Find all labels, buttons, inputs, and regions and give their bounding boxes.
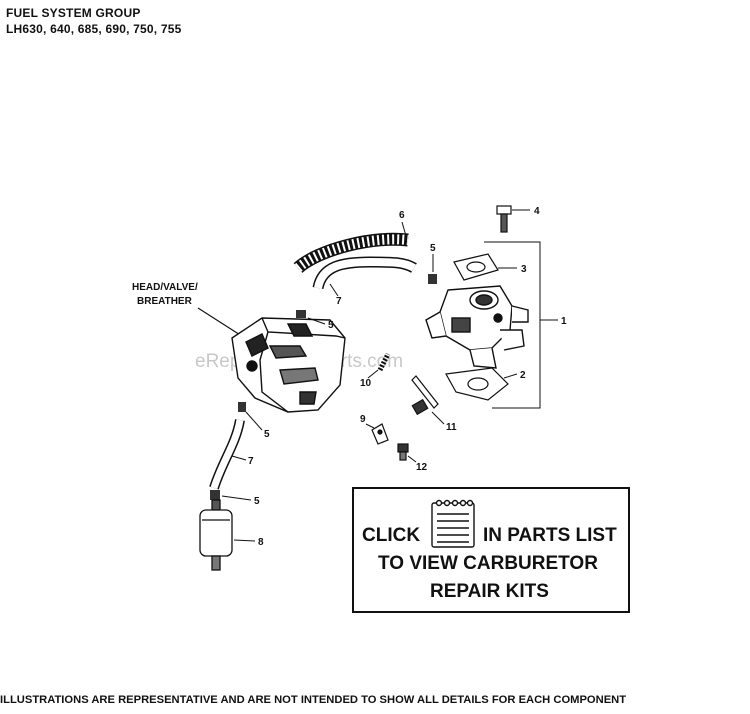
- callout-11: 11: [446, 422, 457, 433]
- screw-11-part[interactable]: [411, 375, 439, 416]
- callout-5-head: 5: [328, 320, 334, 331]
- bracket-9-part[interactable]: [371, 423, 389, 445]
- notepad-icon: [431, 499, 475, 548]
- clamp-5-upper[interactable]: [428, 274, 437, 284]
- callout-2: 2: [520, 370, 526, 381]
- clamp-5-filter[interactable]: [210, 490, 220, 500]
- view-carburetor-text: TO VIEW CARBURETOR: [378, 553, 598, 574]
- clamp-5-head[interactable]: [296, 310, 306, 318]
- callout-5-filter: 5: [254, 496, 260, 507]
- repair-kit-notice[interactable]: CLICK IN PARTS LIST TO VIEW CARBURETOR R…: [352, 487, 630, 613]
- fuel-hose-7-lower-part[interactable]: [209, 419, 245, 490]
- fuel-filter-8-part[interactable]: [199, 499, 233, 571]
- callout-5-upper: 5: [430, 243, 436, 254]
- callout-8: 8: [258, 537, 264, 548]
- gasket-2-part[interactable]: [445, 367, 509, 401]
- callout-1: 1: [561, 316, 567, 327]
- spring-10-part[interactable]: [377, 352, 391, 372]
- diagram-title: FUEL SYSTEM GROUP: [6, 6, 141, 20]
- fitting-5-lower-head[interactable]: [238, 402, 246, 412]
- click-text: CLICK: [362, 525, 420, 546]
- callout-6: 6: [399, 210, 405, 221]
- callout-9: 9: [360, 414, 366, 425]
- callout-12: 12: [416, 462, 428, 473]
- footer-disclaimer: ILLUSTRATIONS ARE REPRESENTATIVE AND ARE…: [0, 694, 627, 706]
- repair-kits-text: REPAIR KITS: [430, 581, 549, 602]
- callout-5-lower-head: 5: [264, 429, 270, 440]
- in-parts-list-text: IN PARTS LIST: [483, 525, 617, 546]
- callout-3: 3: [521, 264, 527, 275]
- callout-4: 4: [534, 206, 540, 217]
- gasket-3-part[interactable]: [453, 253, 499, 281]
- parts-diagram: eReplacementParts.com HEAD/VALVE/ BREATH…: [132, 205, 630, 613]
- carburetor-1-part[interactable]: [425, 285, 529, 369]
- fuel-line-6-part[interactable]: [293, 232, 409, 274]
- callout-7-lower: 7: [248, 456, 254, 467]
- bolt-12-part[interactable]: [397, 443, 409, 461]
- model-list: LH630, 640, 685, 690, 750, 755: [6, 22, 182, 36]
- head-valve-label-line2: BREATHER: [137, 296, 193, 307]
- head-valve-breather-part[interactable]: [231, 317, 346, 413]
- fuel-hose-7-upper-part[interactable]: [312, 256, 417, 290]
- bolt-4-part[interactable]: [496, 205, 512, 233]
- head-valve-label-line1: HEAD/VALVE/: [132, 282, 198, 293]
- callout-7-upper: 7: [336, 296, 342, 307]
- callout-10: 10: [360, 378, 372, 389]
